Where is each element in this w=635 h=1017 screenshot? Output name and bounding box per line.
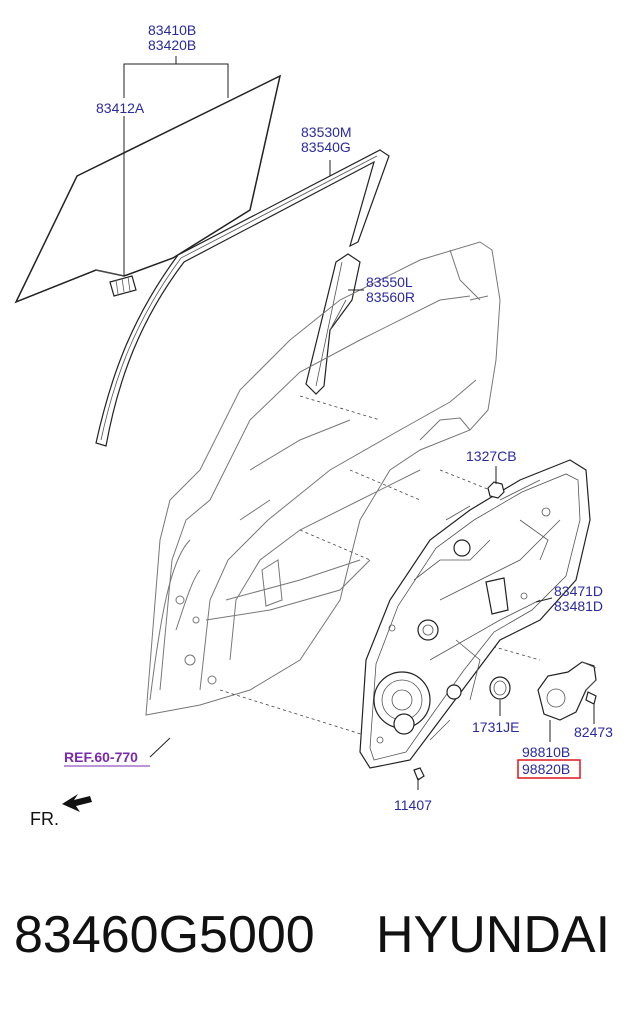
reference-label: REF.60-770 [64,749,138,765]
label-guide-2: 83560R [366,289,415,305]
rear-guide-channel [305,253,361,395]
leader-lines [123,56,595,790]
label-module-panel-2: 83481D [554,598,603,614]
hex-nut [487,481,505,499]
label-glass-clip: 83412A [96,100,145,116]
label-glass-1: 83410B [148,22,196,38]
label-plug: 1731JE [472,719,519,735]
screw [585,691,597,705]
highlight-box [517,759,581,779]
label-channel-2: 83540G [301,139,351,155]
label-bolt: 11407 [394,797,432,813]
part-number: 83460G5000 [14,906,315,964]
glass-clip [109,275,137,297]
front-arrow-icon [62,794,92,812]
bolt [413,767,425,781]
footer: 83460G5000 HYUNDAI [0,905,635,975]
label-nut: 1327CB [466,448,517,464]
brand-name: HYUNDAI [376,906,611,964]
label-module-panel-1: 83471D [554,583,603,599]
glass-run-channel [95,149,390,447]
label-motor-1: 98810B [522,744,570,760]
label-screw: 82473 [574,724,613,740]
label-glass-2: 83420B [148,37,196,53]
grommet-plug [489,676,511,700]
door-inner-panel [145,241,501,716]
window-regulator-motor [537,661,597,721]
part-labels: 83410B 83420B 83412A 83530M 83540G 83550… [64,22,613,813]
label-guide-1: 83550L [366,274,413,290]
front-direction-marker: FR. [30,794,92,829]
label-channel-1: 83530M [301,124,352,140]
label-motor-2: 98820B [522,761,570,777]
door-glass [14,74,282,304]
front-label: FR. [30,809,59,829]
door-module-exploded-diagram: 83410B 83420B 83412A 83530M 83540G 83550… [14,22,613,829]
module-carrier-panel [359,459,591,769]
